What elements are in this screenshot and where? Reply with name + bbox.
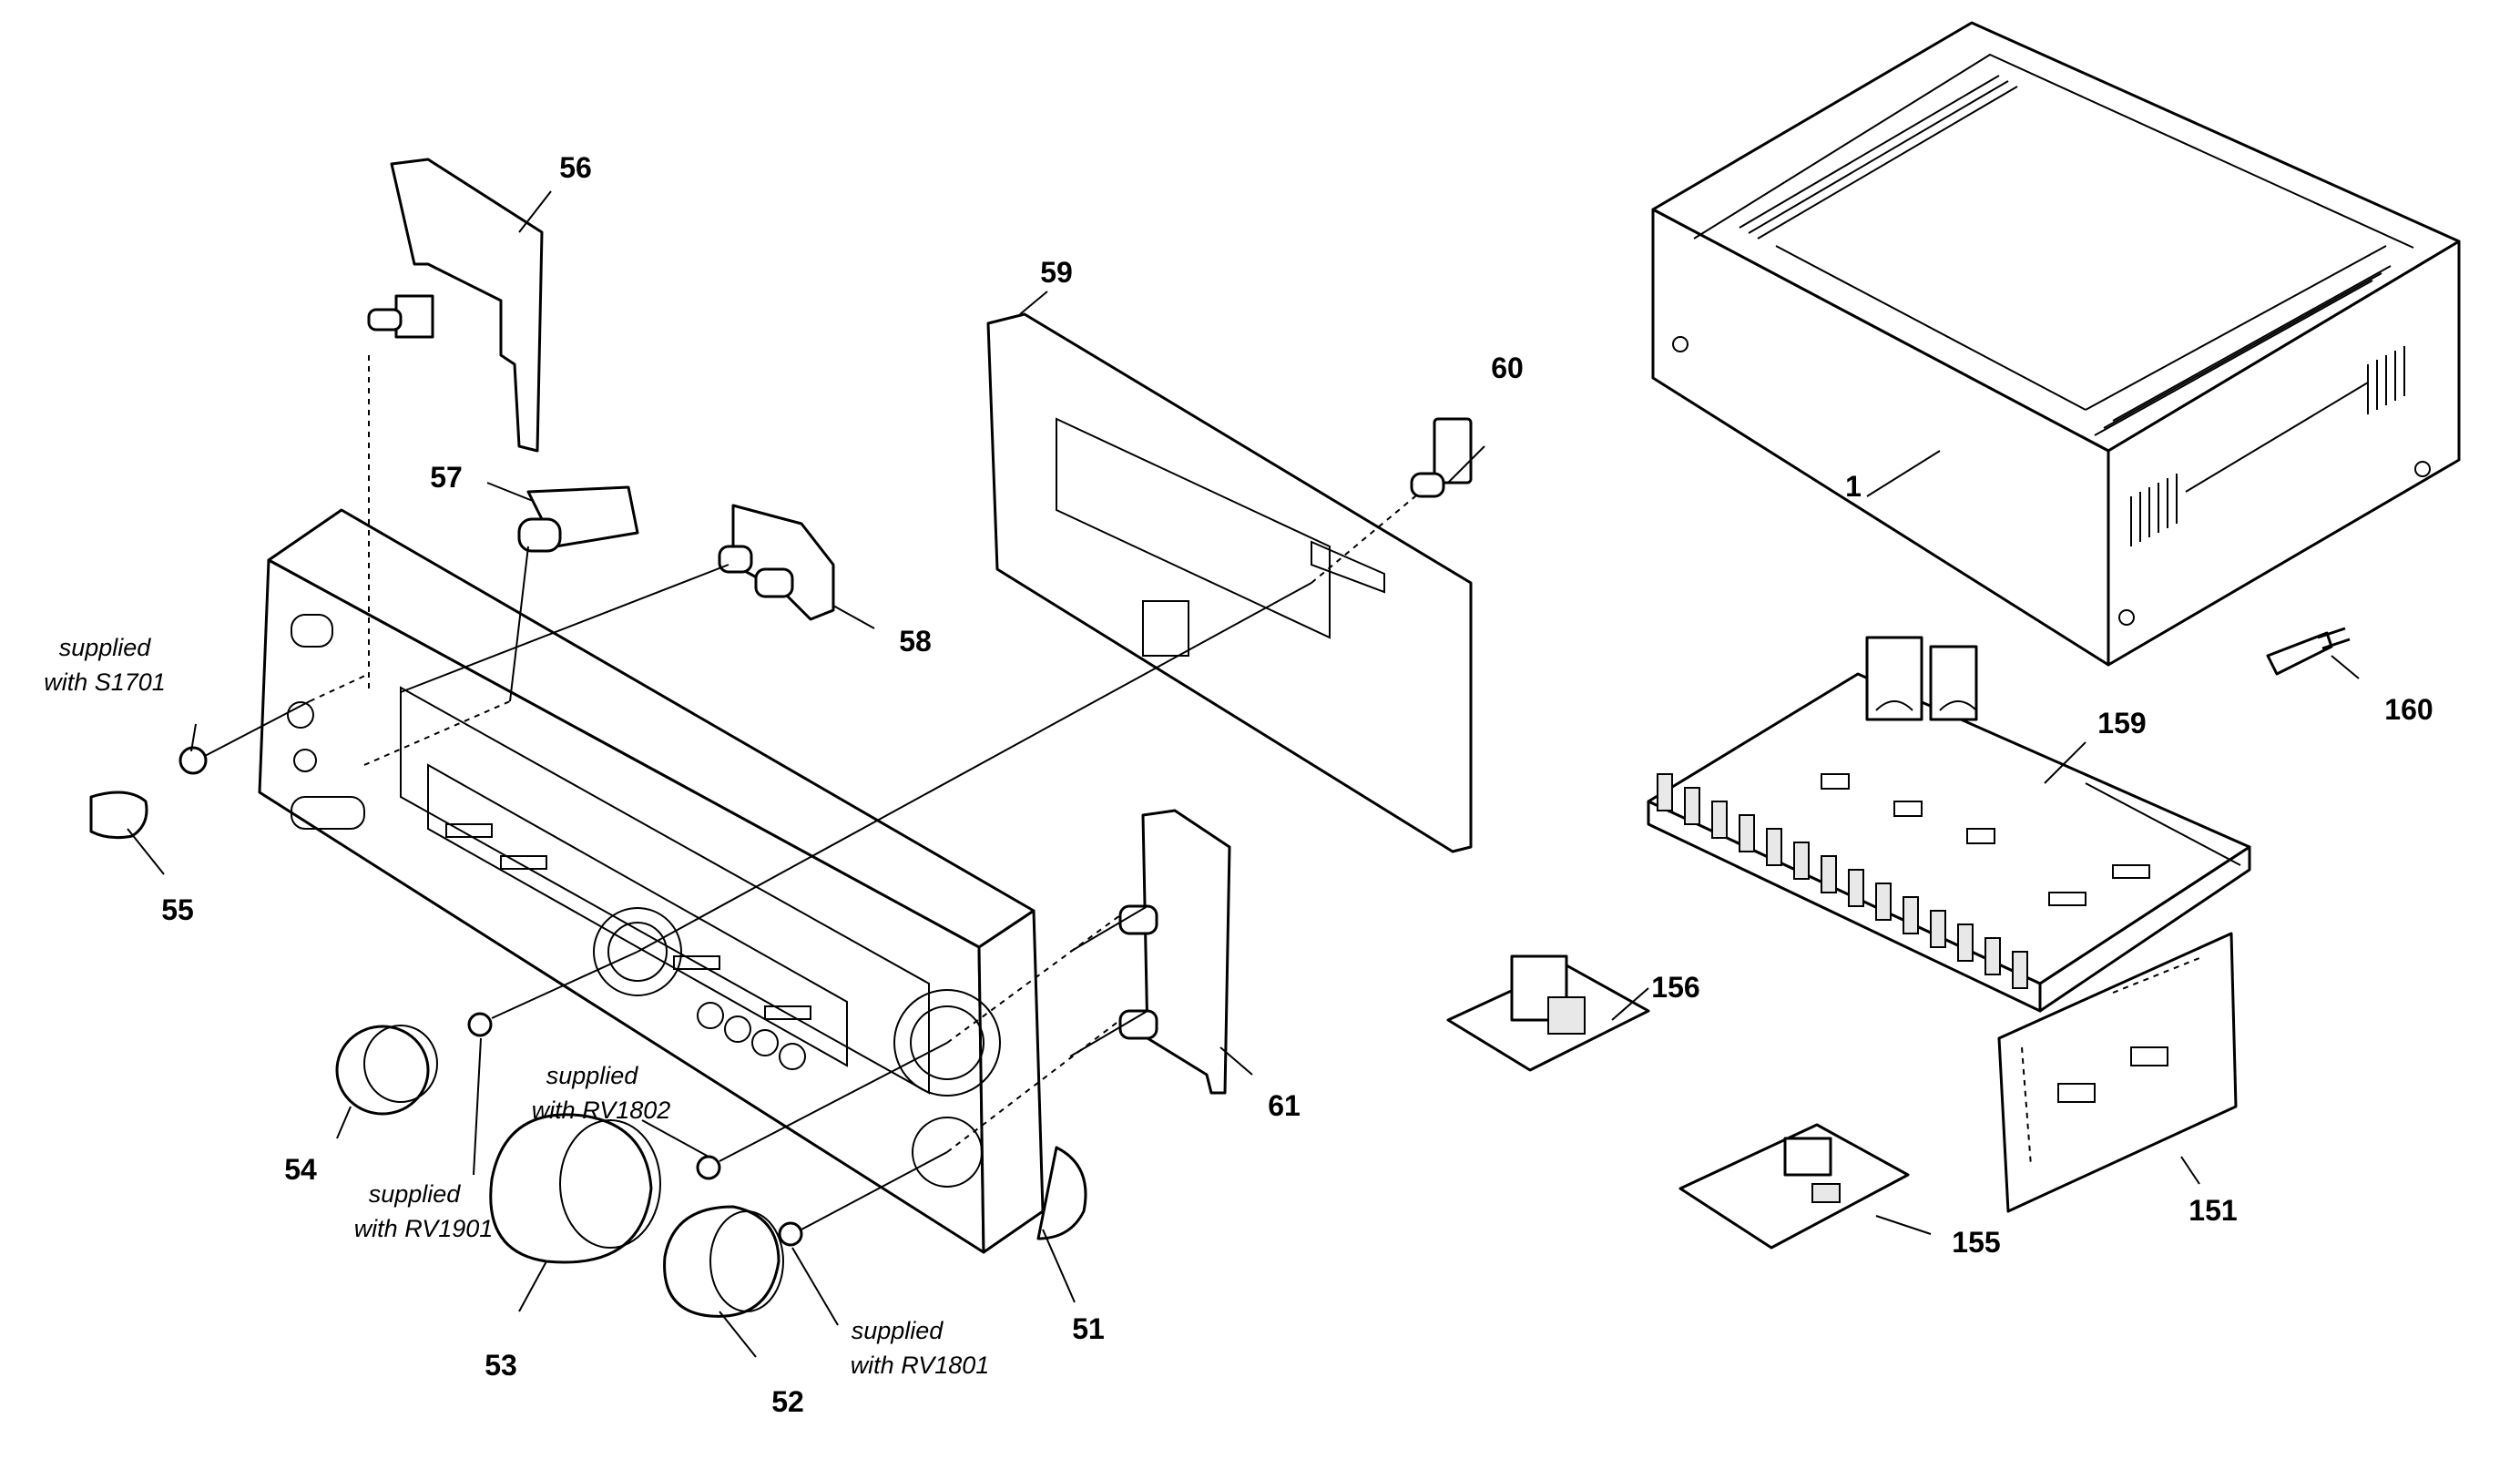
board-58-part bbox=[718, 504, 875, 629]
callout-55: 55 bbox=[161, 893, 194, 926]
callout-57: 57 bbox=[430, 461, 463, 494]
top-cover-part bbox=[1651, 21, 2461, 667]
note-rv1901-line1: supplied bbox=[369, 1180, 462, 1208]
main-board-chassis-part bbox=[1647, 636, 2251, 1013]
nut-parts bbox=[179, 746, 803, 1247]
board-156-part bbox=[1446, 954, 1650, 1072]
callout-60: 60 bbox=[1491, 352, 1524, 384]
front-panel-part bbox=[258, 508, 1087, 1254]
callout-54: 54 bbox=[284, 1153, 317, 1186]
callout-52: 52 bbox=[771, 1385, 804, 1418]
board-155-part bbox=[1678, 1123, 1910, 1250]
callout-61: 61 bbox=[1268, 1089, 1301, 1122]
display-board-59-part bbox=[986, 312, 1473, 853]
knob-60-part bbox=[1410, 417, 1473, 498]
board-151-part bbox=[1997, 932, 2238, 1213]
note-s1701-line2: with S1701 bbox=[44, 668, 166, 696]
callout-159: 159 bbox=[2097, 707, 2146, 740]
note-rv1802-line2: with RV1802 bbox=[532, 1097, 671, 1124]
callout-156: 156 bbox=[1651, 971, 1699, 1004]
callout-155: 155 bbox=[1952, 1226, 2000, 1259]
callout-labels: 1 51 52 53 54 55 56 57 58 59 60 61 151 1… bbox=[161, 151, 2433, 1418]
callout-53: 53 bbox=[485, 1349, 517, 1382]
note-s1701-line1: supplied bbox=[59, 634, 152, 661]
supply-notes: supplied with S1701 supplied with RV1901… bbox=[44, 634, 989, 1379]
knob-55-part bbox=[89, 791, 148, 840]
leader-lines bbox=[127, 190, 2360, 1358]
note-rv1901-line2: with RV1901 bbox=[354, 1215, 494, 1242]
note-rv1801-line1: supplied bbox=[852, 1317, 944, 1344]
callout-160: 160 bbox=[2384, 693, 2433, 726]
callout-151: 151 bbox=[2188, 1194, 2237, 1227]
board-61-part bbox=[1118, 809, 1253, 1095]
note-rv1802-line1: supplied bbox=[546, 1062, 639, 1089]
knob-54-part bbox=[335, 1025, 438, 1116]
knob-52-part bbox=[663, 1205, 784, 1318]
board-56-part bbox=[367, 158, 544, 692]
callout-1: 1 bbox=[1845, 470, 1862, 503]
callout-58: 58 bbox=[899, 625, 932, 658]
callout-56: 56 bbox=[559, 151, 592, 184]
assembly-lines bbox=[204, 491, 1422, 1230]
knob-53-part bbox=[489, 1113, 661, 1264]
callout-59: 59 bbox=[1040, 256, 1073, 289]
callout-51: 51 bbox=[1072, 1312, 1105, 1345]
jack-57-part bbox=[486, 482, 639, 553]
power-cord-part bbox=[2266, 627, 2351, 676]
note-rv1801-line2: with RV1801 bbox=[851, 1352, 990, 1379]
